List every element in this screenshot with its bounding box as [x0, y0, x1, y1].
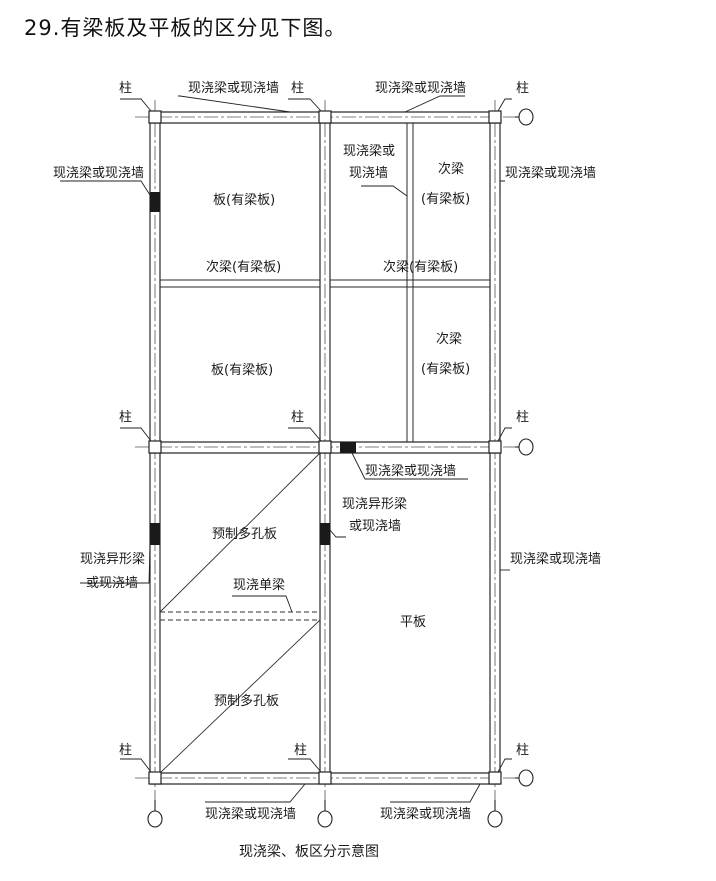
- label-secondary-beam-tr-2: (有梁板): [421, 192, 470, 207]
- label-secondary-beam-mr-2: (有梁板): [421, 362, 470, 377]
- label-mid-horizontal-beam: 现浇梁或现浇墙: [365, 464, 456, 479]
- label-special-beam-left-line2: 或现浇墙: [86, 576, 138, 591]
- leader-lines: [60, 95, 512, 803]
- axis-bubble-b: [518, 438, 534, 456]
- label-secondary-beam-left: 次梁(有梁板): [206, 259, 281, 275]
- label-column-top-left: 柱: [119, 81, 132, 96]
- axis-bubble-3: [487, 810, 503, 828]
- label-special-beam-mid-line1: 现浇异形梁: [342, 497, 407, 512]
- label-bottom-beam-right: 现浇梁或现浇墙: [380, 807, 471, 822]
- column-mid-middle: [318, 440, 332, 454]
- label-column-mid-middle: 柱: [291, 410, 304, 425]
- label-left-beam-top: 现浇梁或现浇墙: [53, 166, 144, 181]
- diagram-caption: 现浇梁、板区分示意图: [239, 843, 379, 860]
- label-mid-beam-top-line2: 现浇墙: [349, 166, 388, 181]
- label-bottom-beam-left: 现浇梁或现浇墙: [205, 807, 296, 822]
- label-secondary-beam-mr: 次梁: [436, 331, 462, 347]
- axis-bubble-c: [518, 769, 534, 787]
- label-precast-top: 预制多孔板: [212, 526, 277, 542]
- label-column-bottom-middle: 柱: [294, 743, 307, 758]
- column-bottom-left: [148, 771, 162, 785]
- column-top-left: [148, 110, 162, 124]
- label-top-beam-left: 现浇梁或现浇墙: [188, 81, 279, 96]
- label-secondary-beam-tr: 次梁: [438, 161, 464, 177]
- wall-markers: [150, 192, 356, 545]
- label-right-beam-top: 现浇梁或现浇墙: [505, 166, 596, 181]
- column-bottom-right: [488, 771, 502, 785]
- single-beam-dashed: [160, 611, 320, 621]
- axis-bubble-a: [518, 108, 534, 126]
- label-slab-top-left: 板(有梁板): [213, 193, 275, 208]
- label-column-bottom-right: 柱: [516, 743, 529, 758]
- columns: [148, 110, 502, 785]
- label-column-bottom-left: 柱: [119, 743, 132, 758]
- axis-bubbles: [147, 108, 534, 828]
- secondary-beams: [160, 123, 490, 442]
- axis-bubble-2: [317, 810, 333, 828]
- axis-bubble-1: [147, 810, 163, 828]
- label-column-top-middle: 柱: [291, 81, 304, 96]
- label-top-beam-right: 现浇梁或现浇墙: [375, 81, 466, 96]
- column-top-right: [488, 110, 502, 124]
- diagram-labels: 柱 柱 柱 现浇梁或现浇墙 现浇梁或现浇墙 现浇梁或现浇墙 现浇梁或 现浇墙 现…: [53, 81, 601, 822]
- label-mid-beam-top-line1: 现浇梁或: [343, 144, 395, 159]
- label-right-beam-bottom: 现浇梁或现浇墙: [510, 552, 601, 567]
- label-special-beam-mid-line2: 或现浇墙: [349, 519, 401, 534]
- label-flat-slab: 平板: [400, 615, 426, 630]
- column-mid-left: [148, 440, 162, 454]
- label-column-mid-left: 柱: [119, 410, 132, 425]
- page-title: 29.有梁板及平板的区分见下图。: [24, 16, 347, 40]
- label-secondary-beam-right: 次梁(有梁板): [383, 259, 458, 275]
- label-single-beam: 现浇单梁: [233, 578, 285, 593]
- label-precast-bottom: 预制多孔板: [214, 693, 279, 709]
- column-mid-right: [488, 440, 502, 454]
- label-column-mid-right: 柱: [516, 410, 529, 425]
- label-column-top-right: 柱: [516, 81, 529, 96]
- column-top-middle: [318, 110, 332, 124]
- label-special-beam-left-line1: 现浇异形梁: [80, 552, 145, 567]
- precast-diagonals: [159, 452, 321, 774]
- column-bottom-middle: [318, 771, 332, 785]
- label-slab-mid-left: 板(有梁板): [211, 363, 273, 378]
